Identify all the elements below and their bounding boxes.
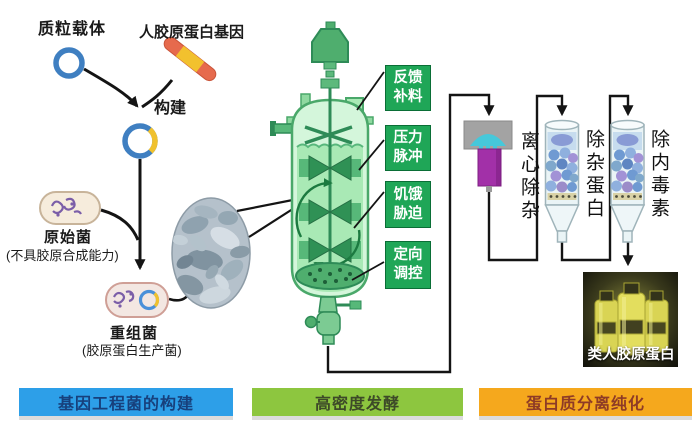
product-bottles-image <box>583 272 678 367</box>
stage-bar-purification: 蛋白质分离纯化 <box>479 388 692 416</box>
strategy-box-directed-regulation: 定向 调控 <box>385 241 431 289</box>
recombinant-bacterium-icon <box>105 282 169 318</box>
strategy-box-line: 脉冲 <box>393 149 423 165</box>
column2-label: 除内毒素 <box>648 129 669 221</box>
column1-label: 除杂蛋白 <box>583 129 604 221</box>
strategy-box-line: 压力 <box>393 130 423 147</box>
recombinant-plasmid-icon <box>122 123 158 159</box>
strategy-box-line: 反馈 <box>393 70 423 87</box>
strategy-box-feedback-feeding: 反馈 补料 <box>385 65 431 111</box>
plasmid-icon <box>53 47 85 79</box>
strategy-box-line: 调控 <box>393 266 423 282</box>
stage-bar-fermentation: 高密度发酵 <box>252 388 463 416</box>
strategy-box-line: 胁迫 <box>393 205 423 222</box>
host-bacterium-label: 原始菌 <box>44 229 93 246</box>
fermenter-icon <box>270 21 374 345</box>
product-label: 类人胶原蛋白 <box>587 347 675 363</box>
gene-fragment-icon <box>163 36 217 82</box>
plasmid-label: 质粒载体 <box>38 21 107 38</box>
strategy-box-line: 定向 <box>393 247 423 264</box>
strategy-box-pressure-pulse: 压力 脉冲 <box>385 125 431 171</box>
chromatography-column-2-icon <box>610 119 645 243</box>
pipe-lines <box>326 93 634 374</box>
chromatography-column-1-icon <box>544 119 580 243</box>
strategy-box-starvation-stress: 饥饿 胁迫 <box>385 181 431 228</box>
centrifuge-icon <box>463 120 513 192</box>
gene-label: 人胶原蛋白基因 <box>139 24 245 41</box>
host-bacterium-note: (不具胶原合成能力) <box>6 248 119 263</box>
construct-label: 构建 <box>154 100 187 117</box>
host-bacterium-icon <box>39 191 101 225</box>
centrifuge-label: 离心除杂 <box>518 131 539 223</box>
strategy-callout-lines <box>351 71 385 281</box>
strategy-box-line: 补料 <box>393 89 423 105</box>
recombinant-bacterium-label: 重组菌 <box>110 325 159 342</box>
construction-arrows <box>83 67 195 302</box>
strategy-box-line: 饥饿 <box>393 186 423 203</box>
recombinant-bacterium-note: (胶原蛋白生产菌) <box>82 343 182 358</box>
stage-bar-gene-engineering: 基因工程菌的构建 <box>19 388 233 416</box>
microscope-view-icon <box>171 194 314 309</box>
